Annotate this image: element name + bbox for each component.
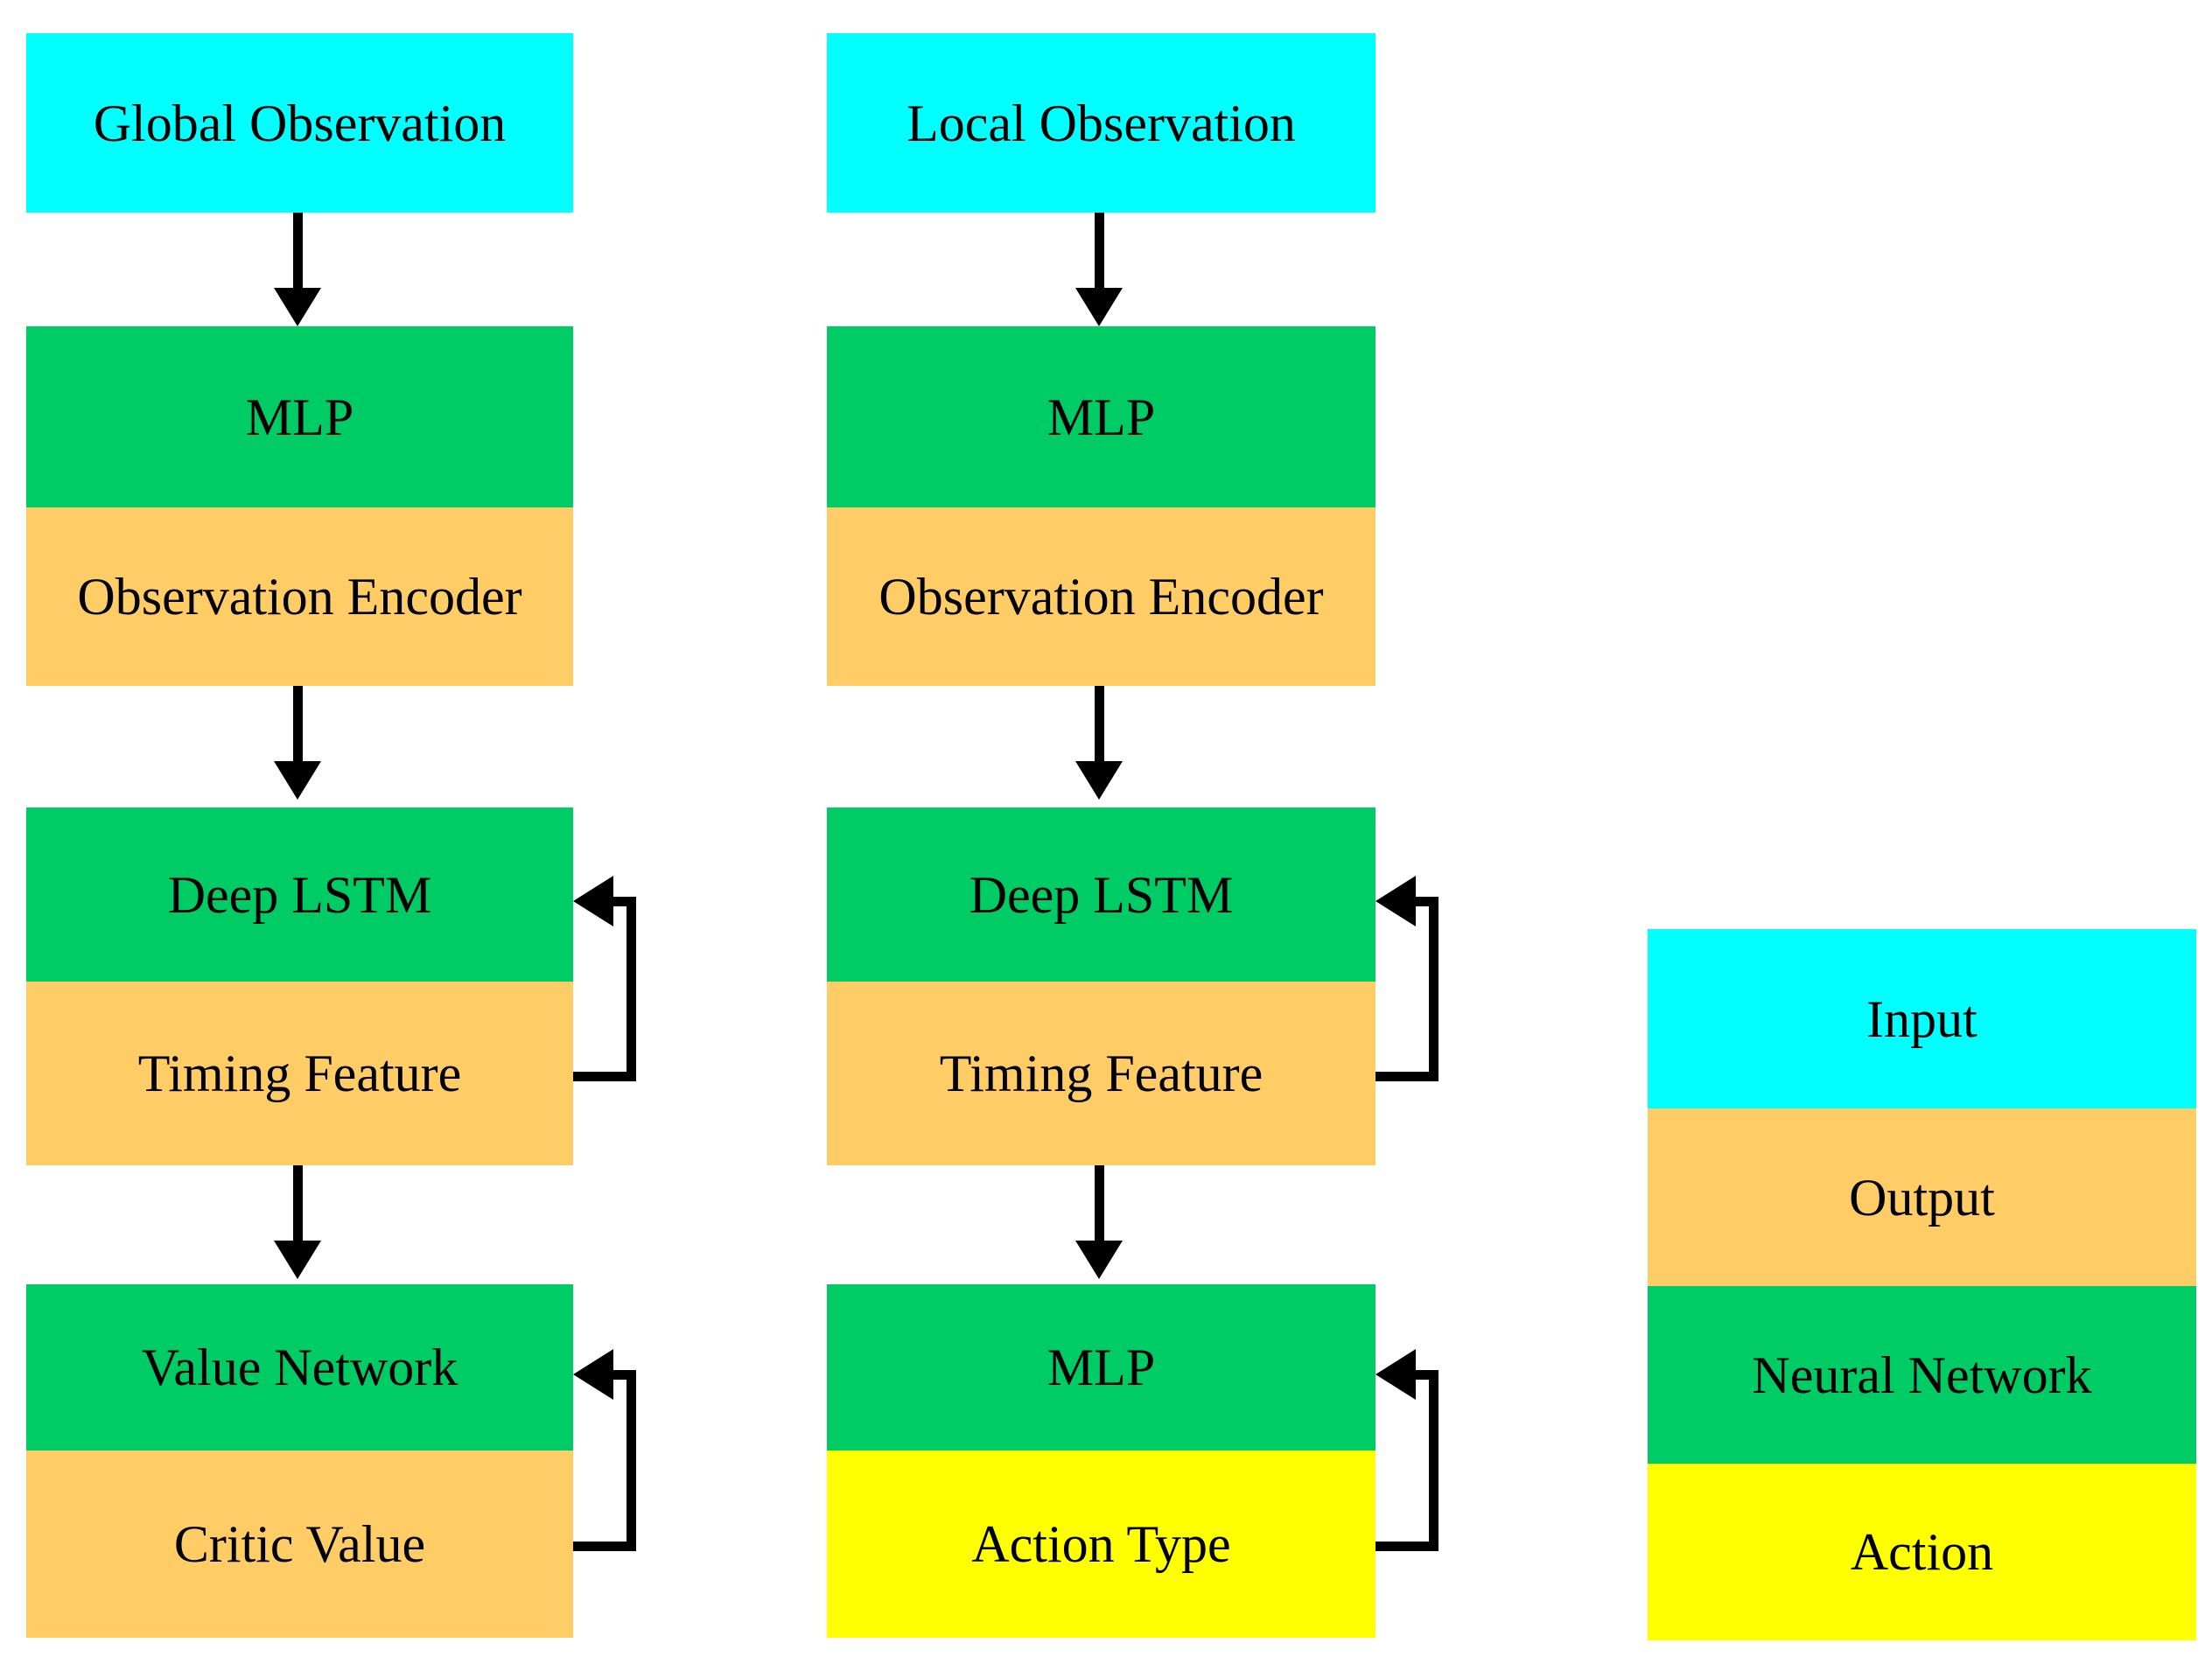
band-critic-value: Critic Value: [26, 1451, 573, 1638]
legend-label-output: Output: [1849, 1168, 1995, 1227]
band-label-mlp: MLP: [245, 388, 354, 446]
band-label-deep-lstm: Deep LSTM: [167, 865, 432, 924]
band-label-observation-encoder: Observation Encoder: [77, 568, 522, 626]
arrow-shaft: [293, 1165, 303, 1246]
block-value-network: Value Network Critic Value: [26, 1284, 573, 1638]
band-label-timing-feature: Timing Feature: [939, 1045, 1264, 1102]
legend-label-neural-network: Neural Network: [1752, 1346, 2092, 1404]
arrow-shaft: [1095, 686, 1104, 766]
band-label-global-observation: Global Observation: [93, 94, 507, 152]
band-observation-encoder: Observation Encoder: [827, 507, 1376, 686]
band-label-timing-feature: Timing Feature: [137, 1045, 462, 1102]
legend-item-input: Input: [1648, 929, 2196, 1108]
loop-segment-bottom: [1376, 1542, 1438, 1551]
band-observation-encoder: Observation Encoder: [26, 507, 573, 686]
legend-item-action: Action: [1648, 1464, 2196, 1640]
legend-label-input: Input: [1866, 989, 1978, 1048]
band-label-critic-value: Critic Value: [173, 1515, 426, 1573]
band-value-network: Value Network: [26, 1284, 573, 1451]
arrowhead-left-icon: [573, 1349, 613, 1400]
block-local-observation: Local Observation: [827, 33, 1376, 213]
loop-segment-top: [1401, 1370, 1438, 1380]
band-label-local-observation: Local Observation: [906, 94, 1296, 152]
band-label-observation-encoder: Observation Encoder: [878, 568, 1324, 626]
band-mlp: MLP: [827, 326, 1376, 507]
loop-segment-top: [1401, 897, 1438, 906]
legend-item-neural-network: Neural Network: [1648, 1286, 2196, 1464]
arrow-shaft: [293, 686, 303, 766]
arrowhead-down-icon: [1075, 761, 1123, 800]
arrowhead-left-icon: [1376, 876, 1416, 926]
loop-segment-right: [1429, 1370, 1438, 1551]
arrow-shaft: [1095, 213, 1104, 293]
arrowhead-down-icon: [274, 288, 321, 326]
band-deep-lstm: Deep LSTM: [827, 808, 1376, 982]
band-label-mlp: MLP: [1046, 1339, 1156, 1396]
loop-segment-bottom: [1376, 1072, 1438, 1081]
arrowhead-down-icon: [274, 1241, 321, 1279]
arrow-shaft: [1095, 1165, 1104, 1246]
legend-label-action: Action: [1850, 1523, 1994, 1581]
loop-segment-top: [598, 897, 636, 906]
loop-segment-top: [598, 1370, 636, 1380]
arrowhead-down-icon: [1075, 288, 1123, 326]
band-timing-feature: Timing Feature: [26, 982, 573, 1165]
block-global-observation: Global Observation: [26, 33, 573, 213]
band-timing-feature: Timing Feature: [827, 982, 1376, 1165]
loop-segment-right: [626, 1370, 636, 1551]
band-local-observation: Local Observation: [827, 33, 1376, 213]
band-label-mlp: MLP: [1046, 388, 1156, 446]
band-deep-lstm: Deep LSTM: [26, 808, 573, 982]
block-local-observation-encoder: MLP Observation Encoder: [827, 326, 1376, 686]
loop-segment-right: [1429, 897, 1438, 1081]
arrowhead-left-icon: [573, 876, 613, 926]
band-label-deep-lstm: Deep LSTM: [969, 865, 1234, 924]
loop-segment-bottom: [573, 1542, 636, 1551]
legend-item-output: Output: [1648, 1108, 2196, 1286]
arrowhead-down-icon: [274, 761, 321, 800]
arrowhead-down-icon: [1075, 1241, 1123, 1279]
band-label-action-type: Action Type: [971, 1515, 1231, 1573]
band-mlp: MLP: [827, 1284, 1376, 1451]
block-action-head: MLP Action Type: [827, 1284, 1376, 1638]
band-label-value-network: Value Network: [141, 1339, 458, 1396]
loop-segment-bottom: [573, 1072, 636, 1081]
band-action-type: Action Type: [827, 1451, 1376, 1638]
arrow-shaft: [293, 213, 303, 293]
arrowhead-left-icon: [1376, 1349, 1416, 1400]
block-global-observation-encoder: MLP Observation Encoder: [26, 326, 573, 686]
band-global-observation: Global Observation: [26, 33, 573, 213]
block-local-lstm: Deep LSTM Timing Feature: [827, 808, 1376, 1165]
legend: Input Output Neural Network Action: [1648, 929, 2196, 1640]
band-mlp: MLP: [26, 326, 573, 507]
block-global-lstm: Deep LSTM Timing Feature: [26, 808, 573, 1165]
loop-segment-right: [626, 897, 636, 1081]
